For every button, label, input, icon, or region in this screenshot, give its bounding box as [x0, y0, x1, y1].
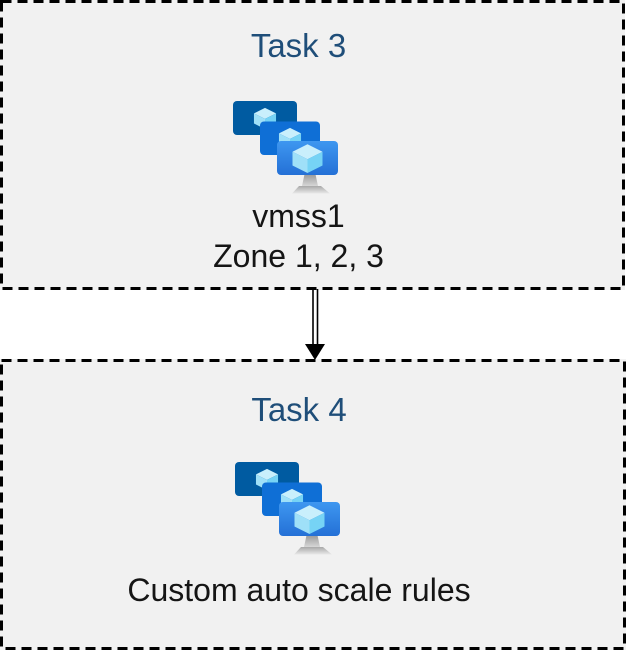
- down-arrow: [305, 289, 325, 360]
- task3-box: Task 3 vmss1 Zone 1, 2, 3: [0, 0, 625, 290]
- task3-title: Task 3: [250, 27, 347, 64]
- task3-caption: vmss1 Zone 1, 2, 3: [0, 196, 597, 276]
- vmss-zones-label: Zone 1, 2, 3: [213, 238, 384, 274]
- task4-caption: Custom auto scale rules: [0, 570, 598, 610]
- vm-scale-set-icon: [233, 101, 339, 195]
- task4-title: Task 4: [251, 391, 347, 428]
- autoscale-rules-label: Custom auto scale rules: [127, 572, 471, 608]
- vmss-name-label: vmss1: [252, 198, 345, 234]
- task4-box: Task 4 Custom auto scale rules: [0, 359, 626, 650]
- vm-scale-set-icon: [235, 462, 341, 556]
